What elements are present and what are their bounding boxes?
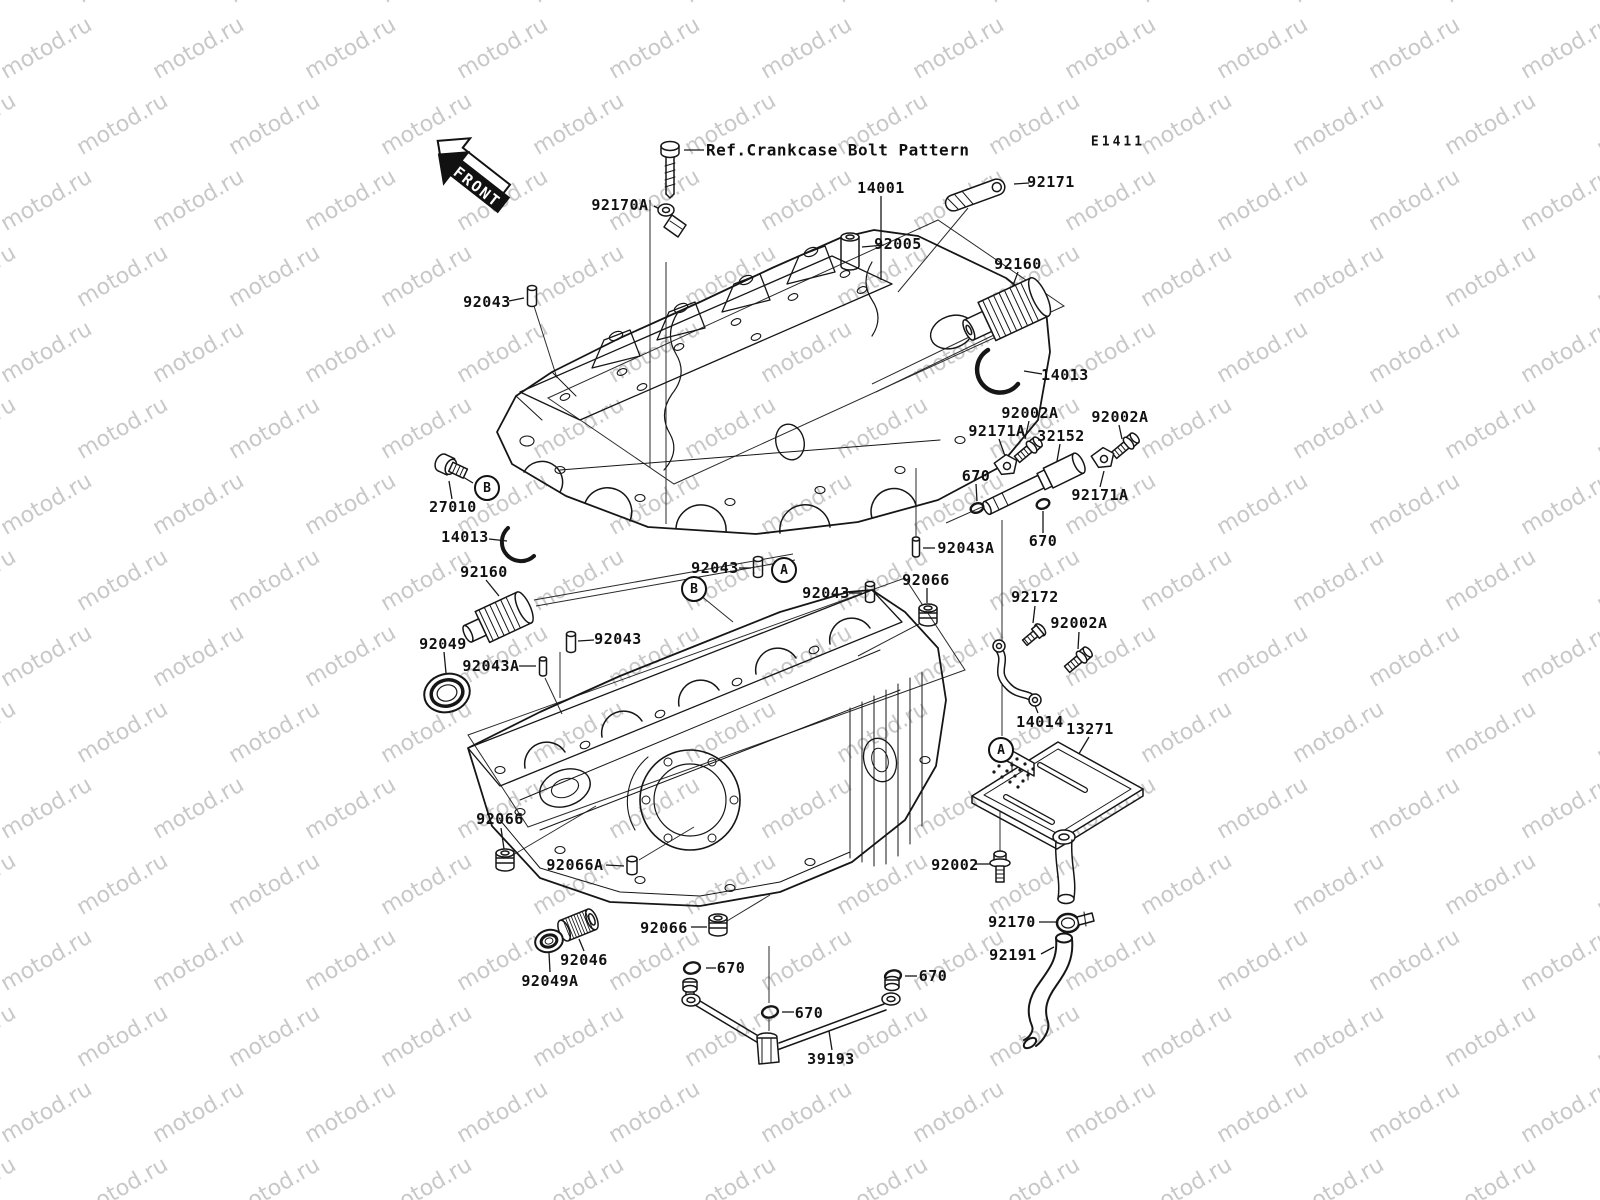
part-label-92043-mr: 92043 xyxy=(802,584,850,602)
bearing-92046-glyph xyxy=(557,908,599,942)
hose-92191-glyph xyxy=(1022,932,1074,1050)
hose-clamp-92170-glyph xyxy=(1055,911,1095,934)
bolt-92002A-glyph-3 xyxy=(1063,646,1093,674)
part-label-92171A-2: 92171A xyxy=(1071,486,1129,504)
part-label-92191: 92191 xyxy=(989,946,1037,964)
part-label-670-1: 670 xyxy=(961,467,991,485)
oil-pipe-39193-glyph xyxy=(681,975,901,1065)
part-label-92043-a: 92043 xyxy=(691,559,739,577)
part-label-92160-r: 92160 xyxy=(994,255,1042,273)
pin-92043A-glyphs xyxy=(538,536,921,677)
view-marker-b2: B xyxy=(474,475,500,501)
part-label-92172: 92172 xyxy=(1011,588,1059,606)
part-label-92160-l: 92160 xyxy=(460,563,508,581)
screw-92172-glyph xyxy=(1021,623,1047,647)
part-label-92046: 92046 xyxy=(560,951,608,969)
part-label-92170: 92170 xyxy=(988,913,1036,931)
part-label-92170A: 92170A xyxy=(591,196,649,214)
clip-92171A-glyph-1 xyxy=(993,453,1018,476)
part-label-14014: 14014 xyxy=(1016,713,1064,731)
cap-92005-glyph xyxy=(840,232,860,271)
part-label-13271: 13271 xyxy=(1066,720,1114,738)
o-ring-670-glyphs xyxy=(682,498,1051,1019)
part-label-39193: 39193 xyxy=(807,1050,855,1068)
view-marker-a1: A xyxy=(771,557,797,583)
part-label-92043A-l: 92043A xyxy=(462,657,520,675)
part-label-92049: 92049 xyxy=(419,635,467,653)
half-ring-14013-right-glyph xyxy=(974,347,1021,395)
oil-nozzle-assembly-glyph xyxy=(982,452,1086,516)
part-label-32152: 32152 xyxy=(1037,427,1085,445)
part-label-92066-b1: 92066 xyxy=(476,810,524,828)
part-label-92002A-3: 92002A xyxy=(1050,614,1108,632)
part-label-92171: 92171 xyxy=(1027,173,1075,191)
part-label-92005: 92005 xyxy=(874,235,922,253)
part-label-92043-ml: 92043 xyxy=(594,630,642,648)
dowel-92066A-glyph xyxy=(626,855,638,876)
part-label-14013-l: 14013 xyxy=(441,528,489,546)
stay-92171-glyph xyxy=(944,178,1006,212)
part-label-92002: 92002 xyxy=(931,856,979,874)
part-label-92066-b2: 92066 xyxy=(640,919,688,937)
part-label-670-br: 670 xyxy=(918,967,948,985)
collar-92160-right-glyph xyxy=(962,277,1052,342)
part-label-14013-r: 14013 xyxy=(1041,366,1089,384)
plug-92066-glyphs xyxy=(495,603,938,937)
view-marker-a2: A xyxy=(988,737,1014,763)
part-label-670-bl: 670 xyxy=(716,959,746,977)
breather-plate-13271-glyph xyxy=(971,741,1144,905)
clamp-92170A-glyph xyxy=(657,203,687,238)
part-label-670-bc: 670 xyxy=(794,1004,824,1022)
part-label-14001: 14001 xyxy=(857,179,905,197)
part-label-92043A-m: 92043A xyxy=(937,539,995,557)
part-label-92066-m: 92066 xyxy=(902,571,950,589)
part-label-27010: 27010 xyxy=(429,498,477,516)
ref-note: Ref.Crankcase Bolt Pattern xyxy=(706,140,970,160)
strap-14014-glyph xyxy=(992,639,1042,707)
part-label-92066A: 92066A xyxy=(546,856,604,874)
switch-27010-glyph xyxy=(434,453,469,479)
bolt-92002A-glyph-1 xyxy=(1013,436,1043,464)
part-label-670-2: 670 xyxy=(1028,532,1058,550)
bolt-92002A-glyph-2 xyxy=(1110,432,1140,460)
front-arrow xyxy=(436,137,512,214)
half-ring-14013-left-glyph xyxy=(499,526,536,564)
fiche-code: E1411 xyxy=(1090,134,1146,150)
collar-92160-left-glyph xyxy=(462,591,534,644)
seal-92049A-glyph xyxy=(534,928,564,954)
clip-92171A-glyph-2 xyxy=(1090,446,1115,469)
crankcase-bolt-glyph xyxy=(660,140,680,199)
view-marker-b1: B xyxy=(681,576,707,602)
part-label-92171A-1: 92171A xyxy=(968,422,1026,440)
bolt-92002-glyph xyxy=(989,850,1011,883)
seal-92049-glyph xyxy=(423,672,471,714)
part-label-92002A-1: 92002A xyxy=(1001,404,1059,422)
part-label-92043-tl: 92043 xyxy=(463,293,511,311)
part-label-92049A: 92049A xyxy=(521,972,579,990)
part-label-92002A-2: 92002A xyxy=(1091,408,1149,426)
pin-92043-glyphs xyxy=(526,284,876,654)
